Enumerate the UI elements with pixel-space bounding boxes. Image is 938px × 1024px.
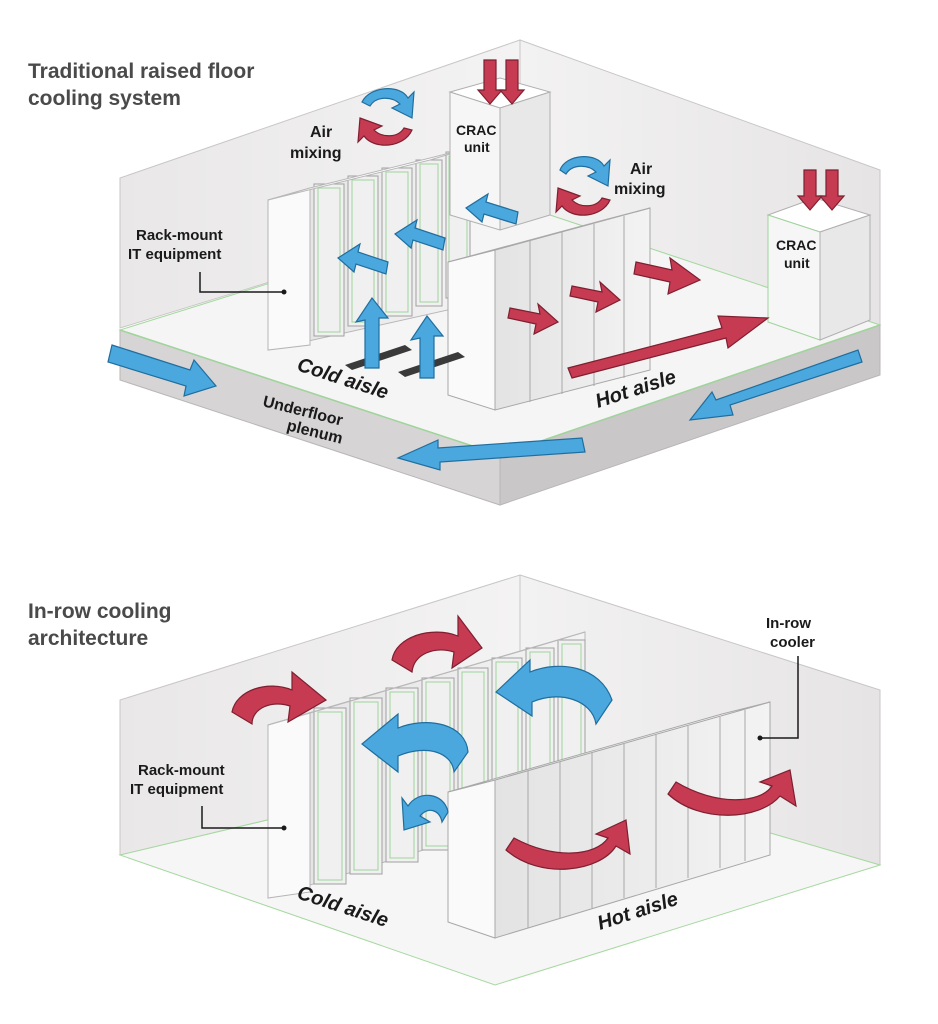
cold-arrow-rack-2: [394, 218, 446, 251]
cold-air-arrows-top: [107, 88, 863, 471]
in-row-cooler-label-2: cooler: [770, 634, 815, 651]
bottom-title-line-2: architecture: [28, 627, 149, 650]
hot-arrow-rack-2: [569, 280, 622, 314]
bottom-panel-title: In-row cooling architecture: [28, 598, 171, 652]
cold-arrow-plenum-right: [688, 349, 863, 421]
top-crac-unit-2: [766, 197, 872, 341]
in-row-cooler-label-1: In-row: [766, 615, 811, 632]
hot-arrow-crac1-b: [498, 59, 526, 105]
crac-unit-1-label-2: unit: [464, 139, 490, 155]
cold-swirl-center: [361, 712, 469, 774]
cold-swirl-back-right: [495, 658, 613, 726]
hot-swirl-front-right: [667, 769, 797, 816]
rack-mount-top-label-2: IT equipment: [128, 246, 221, 263]
hot-swirl-right: [555, 187, 611, 216]
rack-mount-bottom-label-1: Rack-mount: [138, 762, 225, 779]
cold-arrow-plenum-bottom: [396, 437, 586, 471]
hot-swirl-back-center: [391, 614, 483, 673]
hot-air-arrows-bottom: [231, 614, 797, 870]
hot-arrow-crac1-a: [476, 59, 504, 105]
cold-arrow-rack-3: [465, 192, 519, 225]
rack-mount-top-label-1: Rack-mount: [136, 227, 223, 244]
rack-unit: [349, 697, 383, 875]
rack-unit: [313, 707, 347, 885]
hot-arrow-rack-3: [633, 256, 702, 295]
cold-arrow-rack-1: [337, 242, 389, 275]
bottom-title-line-1: In-row cooling: [28, 600, 172, 623]
hot-arrow-crac2-b: [818, 169, 846, 211]
hot-swirl-back-left: [231, 670, 328, 726]
rack-mount-top-leader: [199, 272, 282, 293]
hot-swirl-left: [357, 117, 413, 146]
cold-arrow-up-1: [354, 296, 390, 369]
top-crac-unit-1: [448, 77, 552, 231]
hot-air-arrows-top: [357, 59, 846, 379]
air-mixing-right-label-1: Air: [630, 161, 652, 178]
air-mixing-right-label-2: mixing: [614, 181, 666, 198]
cold-swirl-left: [361, 88, 415, 119]
in-row-cooler-leader: [762, 656, 799, 739]
crac-unit-2-label-2: unit: [784, 255, 810, 271]
cold-swirl-low: [401, 794, 449, 831]
crac-unit-2-label-1: CRAC: [776, 237, 816, 253]
bottom-front-rack-row: [447, 701, 771, 939]
top-title-line-1: Traditional raised floor: [28, 60, 255, 83]
air-mixing-left-label-1: Air: [310, 124, 332, 141]
hot-arrow-crac2-a: [796, 169, 824, 211]
cold-air-arrows-bottom: [361, 658, 613, 831]
rack-mount-bottom-leader: [201, 806, 282, 829]
top-panel-title: Traditional raised floor cooling system: [28, 58, 254, 112]
top-title-line-2: cooling system: [28, 87, 181, 110]
hot-arrow-rack-1: [507, 302, 560, 336]
rack-unit: [385, 687, 419, 863]
cold-swirl-right: [559, 156, 611, 187]
hot-swirl-front-center: [505, 819, 631, 870]
cold-arrow-up-2: [409, 314, 445, 379]
crac-unit-1-label-1: CRAC: [456, 122, 496, 138]
cold-arrow-plenum-left: [107, 344, 218, 397]
rack-mount-bottom-label-2: IT equipment: [130, 781, 223, 798]
hot-arrow-floor: [567, 315, 770, 379]
air-mixing-left-label-2: mixing: [290, 145, 342, 162]
